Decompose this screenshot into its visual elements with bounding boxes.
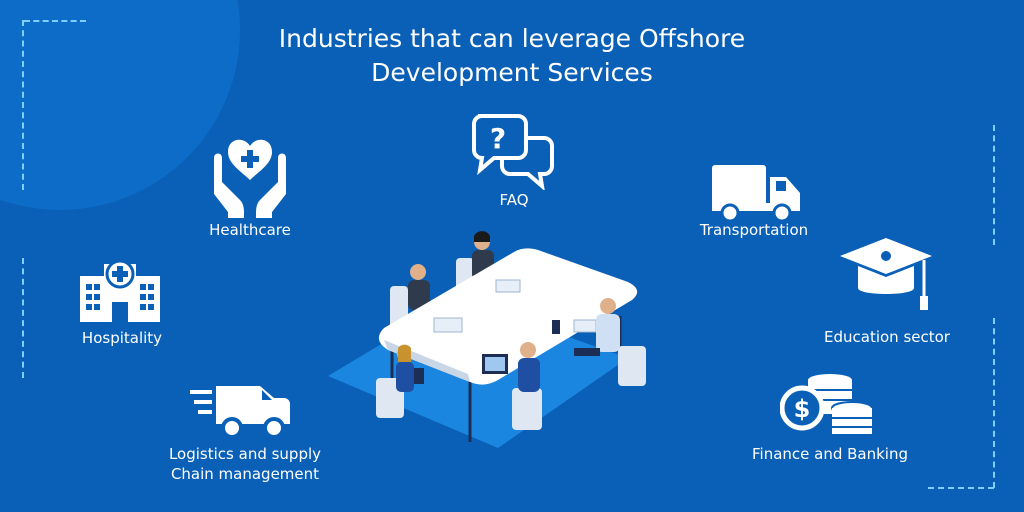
title-line-2: Development Services <box>371 58 653 87</box>
industry-label-hospitality: Hospitality <box>81 329 163 347</box>
title-line-1: Industries that can leverage Offshore <box>278 24 746 53</box>
industry-label-healthcare: Healthcare <box>209 221 291 239</box>
dashed-frame-top-left-v <box>22 20 24 190</box>
dashed-frame-right-lower-v <box>993 318 995 488</box>
dashed-frame-right-upper <box>993 125 995 245</box>
page-title: Industries that can leverage Offshore De… <box>0 22 1024 90</box>
dashed-frame-left-lower <box>22 258 24 378</box>
industry-label-finance: Finance and Banking <box>751 445 908 463</box>
graduation-cap-icon <box>836 236 936 316</box>
speech-bubbles-question-icon: ? <box>470 112 554 190</box>
logistics-label-line-2: Chain management <box>170 465 320 483</box>
industry-label-transportation: Transportation <box>699 221 809 239</box>
industry-label-faq: FAQ <box>499 191 529 209</box>
hospital-building-icon <box>76 258 164 322</box>
coin-stacks-dollar-icon: $ <box>780 372 876 438</box>
dashed-frame-bottom-right-h <box>928 487 994 489</box>
svg-text:?: ? <box>490 122 506 155</box>
industry-label-logistics: Logistics and supply Chain management <box>160 444 330 484</box>
dashed-frame-top-left-h <box>24 20 86 22</box>
hands-heart-icon <box>208 132 292 220</box>
meeting-illustration <box>328 228 688 450</box>
delivery-truck-icon <box>710 163 802 223</box>
fast-delivery-van-icon <box>188 382 292 442</box>
industry-label-education: Education sector <box>824 328 950 346</box>
logistics-label-line-1: Logistics and supply <box>168 445 322 463</box>
svg-text:$: $ <box>794 395 811 423</box>
